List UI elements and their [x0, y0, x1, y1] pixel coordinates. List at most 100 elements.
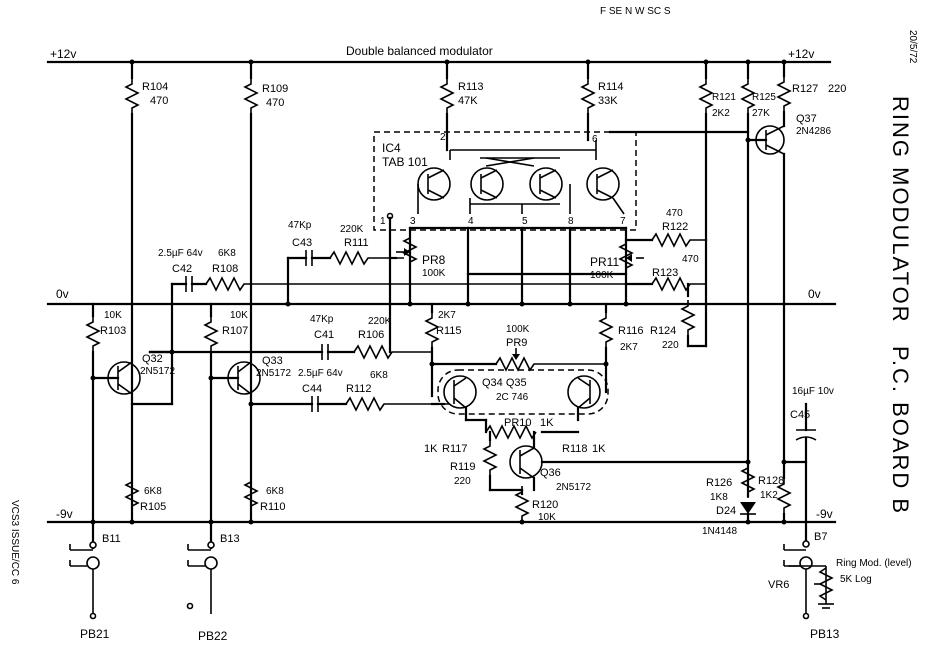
pb13-label: PB13 [810, 627, 840, 641]
preset-pr8: PR8 100K [396, 231, 446, 279]
r115-name: R115 [436, 325, 461, 337]
pr11-name: PR11 [590, 255, 619, 269]
resistor-r116: R116 2K7 [599, 302, 643, 382]
ic4-name: IC4 [382, 141, 401, 155]
r107-value: 10K [230, 310, 248, 321]
pr10-name: PR10 [504, 417, 532, 429]
q32-name: Q32 [142, 353, 163, 365]
rail-label-zero-left: 0v [56, 287, 69, 301]
pot-vr6: VR6 Ring Mod. (level) 5K Log [768, 558, 912, 609]
r113-value: 47K [458, 95, 478, 107]
resistor-r107: 10K R107 [204, 302, 248, 524]
pad-b7-label: B7 [814, 531, 827, 543]
r113-name: R113 [458, 81, 483, 93]
side-note-text: VCS3 ISSUE/CC 6 [9, 500, 20, 585]
rail-label-pos-left: +12v [50, 47, 76, 61]
resistor-r109: R109 470 [244, 60, 288, 524]
date-text: 20/5/72 [907, 30, 918, 64]
d24-name: D24 [716, 505, 736, 517]
rail-zero-volt: 0v 0v [46, 287, 837, 306]
transistor-q33: Q33 2N5172 [209, 355, 291, 395]
r118-value: 1K [592, 443, 606, 455]
rail-label-zero-right: 0v [808, 287, 821, 301]
r108-name: R108 [212, 263, 238, 275]
c41-name: C41 [314, 329, 334, 341]
ic4-pin-1: 1 [380, 216, 386, 227]
r106-name: R106 [358, 329, 384, 341]
vr6-value: 5K Log [840, 574, 872, 585]
rail-plus-12v: +12v +12v [46, 47, 832, 64]
resistor-r120: R120 10K [515, 485, 558, 524]
r123-value: 470 [682, 254, 699, 265]
c45-name: C45 [790, 409, 810, 421]
resistor-r115: 2K7 R115 [425, 302, 461, 398]
ic4-pin-3: 3 [410, 216, 416, 227]
resistor-r128: R128 1K2 [758, 470, 791, 524]
r125-name: R125 [752, 92, 776, 103]
c43-value: 47Kp [288, 220, 312, 231]
ic4-part: TAB 101 [382, 155, 428, 169]
pr11-value: 100K [590, 270, 614, 281]
resistor-r110: 6K8 R110 [244, 475, 285, 513]
r120-name: R120 [532, 499, 558, 511]
r109-name: R109 [262, 83, 288, 95]
q37-name: Q37 [796, 113, 817, 125]
c43-name: C43 [292, 237, 312, 249]
q36-part: 2N5172 [556, 482, 591, 493]
pad-b13: B13 PB22 [186, 520, 240, 643]
r121-name: R121 [712, 92, 736, 103]
c42-name: C42 [172, 263, 192, 275]
ic4-pin-4: 4 [468, 216, 474, 227]
preset-pr11: PR11 100K [590, 237, 644, 281]
resistor-r108: 6K8 R108 [190, 248, 644, 292]
r127-name: R127 [792, 83, 818, 95]
r128-name: R128 [758, 475, 784, 487]
capacitor-c43: 47Kp C43 [286, 220, 313, 266]
r104-name: R104 [142, 81, 168, 93]
junction-dots [90, 137, 787, 525]
capacitor-c42: 2.5µF 64v C42 [158, 248, 203, 292]
pr10-value: 1K [540, 417, 554, 429]
diode-d24: D24 1N4148 [702, 502, 756, 537]
junction-dots-top [129, 59, 787, 65]
pr9-name: PR9 [506, 337, 527, 349]
ic4-pin-5: 5 [522, 216, 528, 227]
pr8-value: 100K [422, 268, 446, 279]
r103-name: R103 [100, 325, 126, 337]
transistor-q37: Q37 2N4286 [746, 113, 831, 474]
r115-value: 2K7 [438, 310, 456, 321]
transistor-q36: Q36 2N5172 [509, 430, 750, 493]
resistor-r111: 220K R111 [310, 224, 404, 266]
vertical-title: RING MODULATOR P.C. BOARD B [888, 96, 913, 515]
r105-value: 6K8 [144, 486, 162, 497]
pb21-label: PB21 [80, 627, 110, 641]
r114-value: 33K [598, 95, 618, 107]
r112-value: 6K8 [370, 370, 388, 381]
r122-value: 470 [666, 208, 683, 219]
resistor-r125: R125 27K [741, 60, 776, 498]
header-scribble: F SE N W SC S [600, 6, 671, 17]
resistor-r119: R119 220 [450, 430, 524, 492]
q34-q35-part: 2C 746 [496, 392, 529, 403]
r111-value: 220K [340, 224, 364, 235]
capacitor-c41: 47Kp C41 [148, 314, 334, 360]
resistor-r114: R114 33K [581, 60, 623, 142]
r114-name: R114 [598, 81, 623, 93]
r110-value: 6K8 [266, 486, 284, 497]
capacitor-c44: 2.5µF 64v C44 [249, 368, 343, 412]
pr9-value: 100K [506, 324, 530, 335]
vr6-name: VR6 [768, 579, 789, 591]
ic4-pin-7: 7 [620, 216, 626, 227]
vr6-label: Ring Mod. (level) [836, 558, 912, 569]
c44-value: 2.5µF 64v [298, 368, 343, 379]
q33-name: Q33 [262, 355, 283, 367]
r117-label: 1K [424, 443, 438, 455]
resistor-r103: 10K R103 [86, 302, 126, 524]
q32-part: 2N5172 [140, 366, 175, 377]
d24-part: 1N4148 [702, 526, 737, 537]
r125-value: 27K [752, 108, 770, 119]
transistor-q32: Q32 2N5172 [91, 353, 175, 395]
resistor-r126: R126 1K8 [706, 461, 755, 503]
ic4-tab101: IC4 TAB 101 2 6 1 3 4 5 8 7 [373, 131, 637, 231]
r109-value: 470 [266, 97, 284, 109]
